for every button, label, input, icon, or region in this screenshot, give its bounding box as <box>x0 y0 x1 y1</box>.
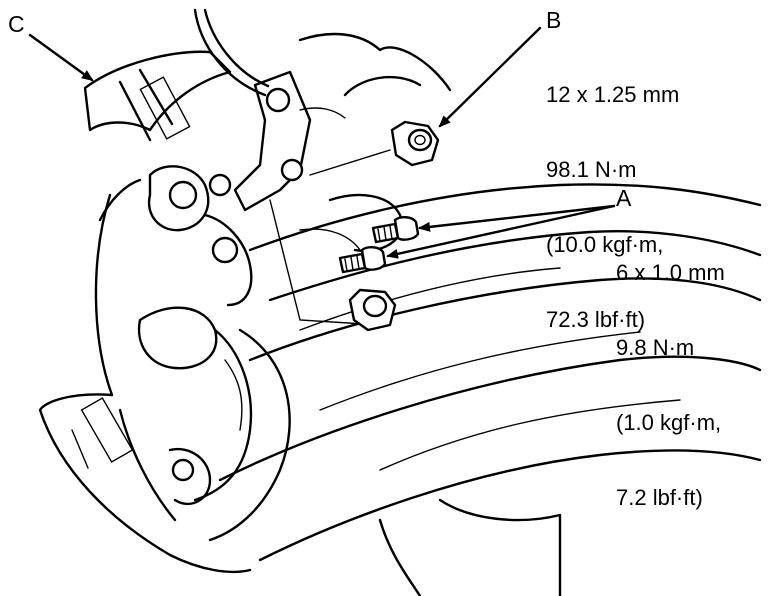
arrow-a-lower <box>386 204 616 259</box>
callout-b-letter: B <box>546 7 562 33</box>
arrow-b <box>438 26 542 128</box>
bolt-b-torque-kgf: (10.0 kgf·m, <box>546 232 664 257</box>
callout-c-letter: C <box>8 11 25 37</box>
bolt-b-torque-nm: 98.1 N·m <box>546 157 637 182</box>
suspension-arm <box>218 32 762 596</box>
splash-shield <box>38 50 252 574</box>
bolt-a-torque-nm: 9.8 N·m <box>616 335 695 360</box>
bolt-a-size: 6 x 1.0 mm <box>616 260 725 285</box>
callout-b-spec: 12 x 1.25 mm 98.1 N·m (10.0 kgf·m, 72.3 … <box>546 32 679 357</box>
bolt-a-torque-lbf: 7.2 lbf·ft) <box>616 485 703 510</box>
brake-hose-bracket <box>193 8 391 326</box>
bolt-b <box>390 120 440 167</box>
bolt-b-torque-lbf: 72.3 lbf·ft) <box>546 307 646 332</box>
callout-a-spec: 6 x 1.0 mm 9.8 N·m (1.0 kgf·m, 7.2 lbf·f… <box>616 210 725 535</box>
caliper-body <box>137 165 291 542</box>
bolt-a-lower <box>338 246 387 274</box>
bolt-a-torque-kgf: (1.0 kgf·m, <box>616 410 722 435</box>
leader-lines <box>28 26 616 259</box>
arrow-a-upper <box>418 204 616 232</box>
arrow-c <box>28 33 94 82</box>
bolt-b-size: 12 x 1.25 mm <box>546 82 680 107</box>
callout-a-letter: A <box>616 185 632 211</box>
flange-nut <box>348 288 397 332</box>
bolt-a-upper <box>371 216 420 244</box>
